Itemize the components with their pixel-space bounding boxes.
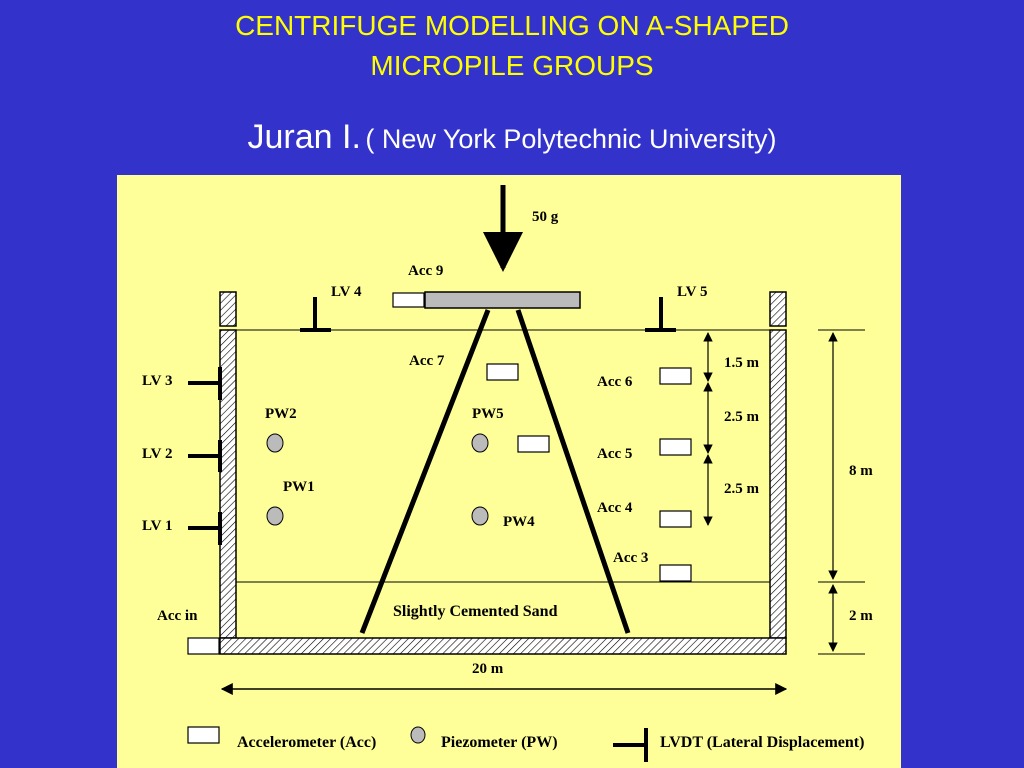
left-wall-top xyxy=(219,291,237,327)
pw4-label: PW4 xyxy=(503,514,535,530)
acc9-sensor xyxy=(392,292,425,308)
dim-8m-label: 8 m xyxy=(849,463,873,479)
lv3-label: LV 3 xyxy=(142,373,172,389)
pw4-piezometer xyxy=(471,506,489,526)
acc3-sensor xyxy=(659,564,692,582)
acc-in-sensor xyxy=(187,637,220,655)
right-wall-top xyxy=(769,291,787,327)
load-label: 50 g xyxy=(532,209,559,225)
legend-accelerometer-swatch xyxy=(187,726,220,744)
acc3-label: Acc 3 xyxy=(613,550,648,566)
container-base xyxy=(219,637,787,655)
lv5-label: LV 5 xyxy=(677,284,707,300)
pw5-accelerometer-sensor xyxy=(517,435,550,453)
dim-1-5m-label: 1.5 m xyxy=(724,355,760,371)
lv1-label: LV 1 xyxy=(142,518,172,534)
author-name: Juran I. xyxy=(247,118,361,156)
right-wall xyxy=(769,329,787,639)
pw5-piezometer xyxy=(471,433,489,453)
pw2-piezometer xyxy=(266,433,284,453)
micropile-left xyxy=(359,309,491,634)
acc5-label: Acc 5 xyxy=(597,446,632,462)
title-line-1: CENTRIFUGE MODELLING ON A-SHAPED xyxy=(235,10,789,41)
legend-lvdt-swatch xyxy=(613,728,648,762)
acc7-sensor xyxy=(486,363,519,381)
acc6-sensor xyxy=(659,367,692,385)
acc6-label: Acc 6 xyxy=(597,374,633,390)
legend-lvdt-label: LVDT (Lateral Displacement) xyxy=(660,734,864,751)
dim-20m-label: 20 m xyxy=(472,661,504,677)
acc5-sensor xyxy=(659,438,692,456)
lv4-label: LV 4 xyxy=(331,284,362,300)
lv5-lvdt xyxy=(645,297,676,332)
acc4-label: Acc 4 xyxy=(597,500,633,516)
dim-2m-label: 2 m xyxy=(849,608,873,624)
legend-accelerometer-label: Accelerometer (Acc) xyxy=(237,734,376,751)
acc9-label: Acc 9 xyxy=(408,263,443,279)
acc7-label: Acc 7 xyxy=(409,353,445,369)
dim-2-5m-upper-label: 2.5 m xyxy=(724,409,760,425)
micropile-right xyxy=(515,309,631,634)
pw5-label: PW5 xyxy=(472,406,504,422)
pw2-label: PW2 xyxy=(265,406,297,422)
lv2-lvdt xyxy=(188,440,222,472)
lv2-label: LV 2 xyxy=(142,446,172,462)
layer-label: Slightly Cemented Sand xyxy=(393,603,558,620)
dim-2-5m-lower-label: 2.5 m xyxy=(724,481,760,497)
author-line: Juran I. ( New York Polytechnic Universi… xyxy=(0,118,1024,157)
acc-in-label: Acc in xyxy=(157,608,198,624)
acc4-sensor xyxy=(659,510,692,528)
author-affiliation: ( New York Polytechnic University) xyxy=(365,124,777,154)
lv4-lvdt xyxy=(300,297,331,332)
pile-cap xyxy=(424,291,581,309)
lv3-lvdt xyxy=(188,367,222,400)
lv1-lvdt xyxy=(188,512,222,545)
left-wall xyxy=(219,329,237,639)
legend-piezometer-swatch xyxy=(410,726,426,744)
legend-piezometer-label: Piezometer (PW) xyxy=(441,734,558,751)
title-line-2: MICROPILE GROUPS xyxy=(370,50,654,81)
pw1-piezometer xyxy=(266,506,284,526)
pw1-label: PW1 xyxy=(283,479,315,495)
